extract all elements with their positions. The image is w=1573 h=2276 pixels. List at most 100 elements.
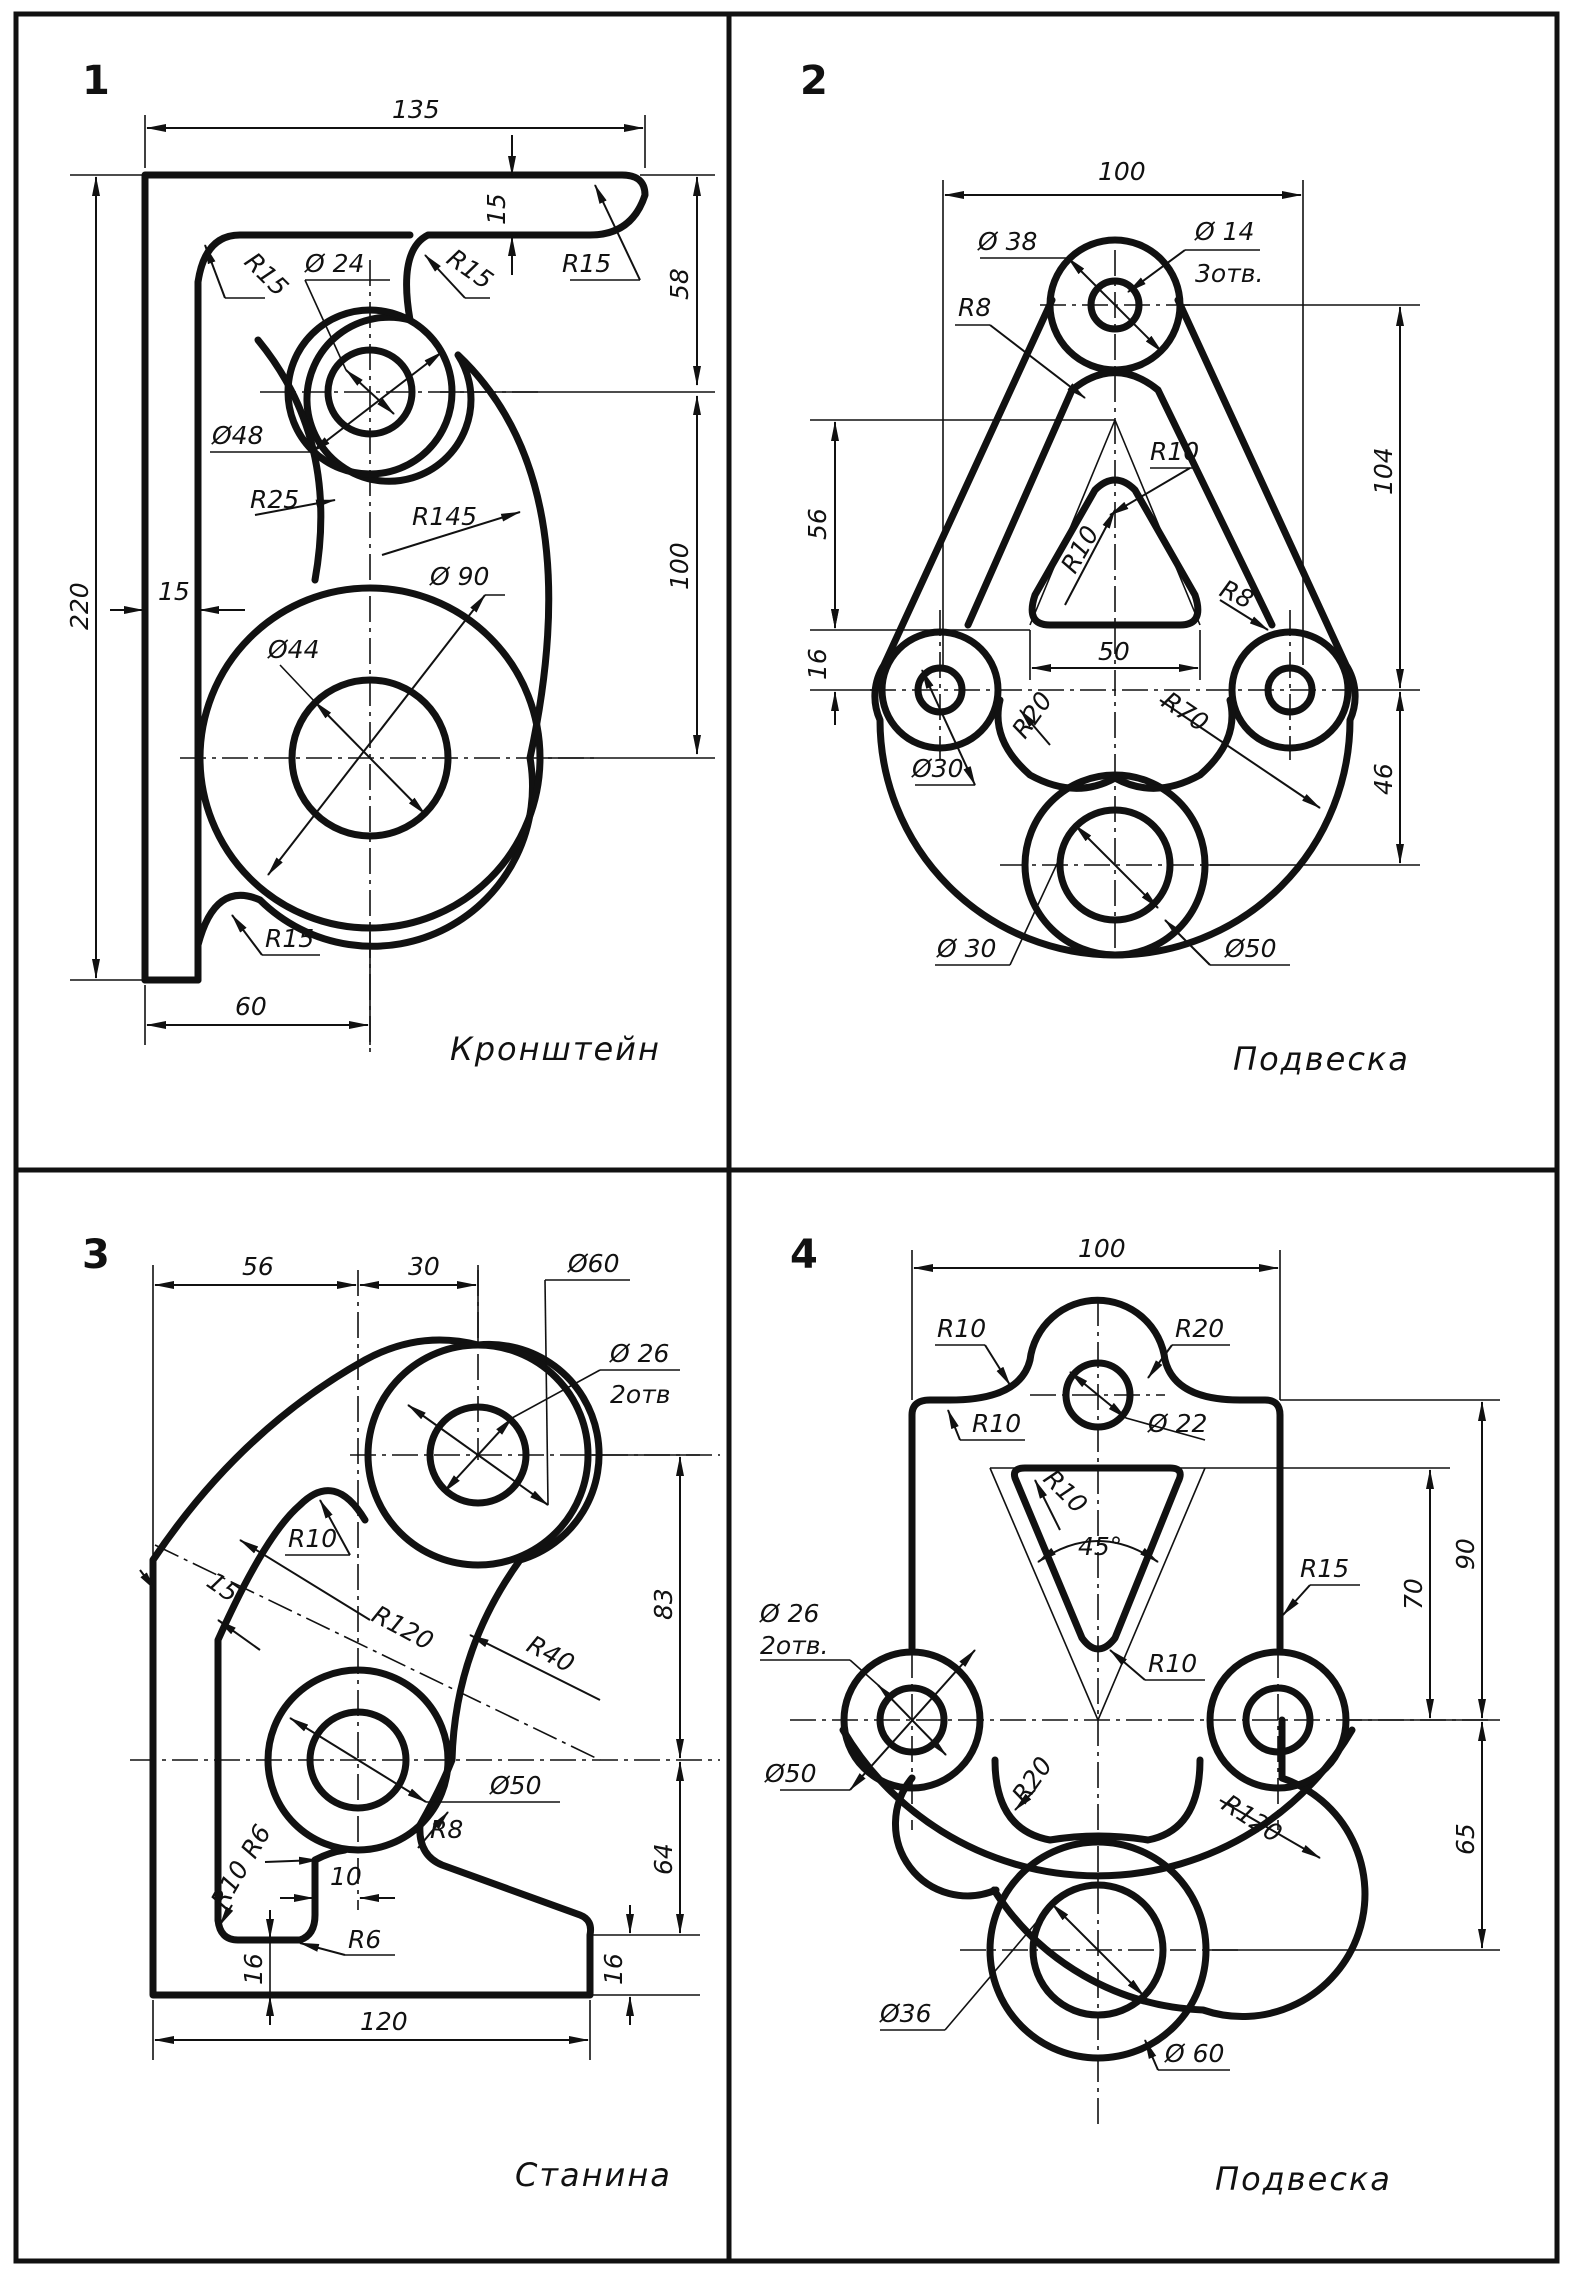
p1-dim-220: 220 [65,582,94,630]
p3-dim-r10-top: R10 [288,1524,337,1553]
p1-dim-d24: Ø 24 [304,249,364,278]
p1-dim-r15-a: R15 [239,247,294,302]
p1-contour-flank [141,171,649,984]
p4-bottom-arc [839,1726,1356,1880]
p4-dim-r10-bottom: R10 [1148,1649,1197,1678]
panel-4-number: 4 [790,1232,818,1278]
p4-upper-contour [908,1296,1284,1652]
p4-dim-r10-window: R10 [1038,1464,1093,1519]
p3-dim-d26: Ø 26 [609,1339,669,1368]
p3-dim-56: 56 [242,1252,274,1281]
panel-1-kronshtein: 1 Кронштейн 135 58 100 15 220 [65,58,715,1068]
p3-outer-contour [149,1336,603,1999]
panel-1-number: 1 [82,58,110,104]
outer-frame [13,11,1560,2264]
p3-dim-r40: R40 [522,1630,579,1679]
p1-dim-15-side: 15 [158,577,190,606]
p3-dim-r120: R120 [367,1600,438,1656]
p3-dim-r10-bottom: R10 [205,1856,255,1913]
p1-dim-58: 58 [665,268,694,300]
p2-inner-arch-left [964,386,1076,629]
p4-top-hole [1062,1359,1134,1431]
p3-lower-boss [264,1666,452,1854]
p3-dim-r6-top: R6 [235,1820,277,1863]
p4-dim-70: 70 [1399,1578,1428,1610]
p1-dim-r15-c: R15 [562,249,611,278]
p3-dim-d50: Ø50 [489,1771,542,1800]
p4-dim-65: 65 [1451,1823,1480,1855]
p1-dim-r145: R145 [412,502,477,531]
p4-dim-r10-top: R10 [937,1314,986,1343]
p1-dim-r25: R25 [250,485,299,514]
p3-dim-2holes: 2отв [610,1380,671,1409]
p2-inner-arch-right [1068,369,1276,629]
p3-dim-120: 120 [360,2007,408,2036]
p2-right-hole [1264,664,1316,716]
panel-4-title: Подвеска [1215,2160,1392,2198]
panel-4-podveska: 4 Подвеска 100 70 90 6 [759,1232,1500,2198]
p2-dim-100: 100 [1098,157,1146,186]
p4-dim-r20-top: R20 [1175,1314,1224,1343]
p2-dim-d14: Ø 14 [1194,217,1254,246]
p4-dim-r20: R20 [1006,1752,1058,1809]
p4-dim-d60: Ø 60 [1164,2039,1224,2068]
p2-left-boss [878,628,1002,752]
p2-dim-r20: R20 [1006,687,1058,744]
p2-bottom-hole [1056,806,1174,924]
p3-dim-r6-bottom: R6 [348,1925,381,1954]
p4-dim-r10-left: R10 [972,1409,1021,1438]
p3-lower-slot [214,1846,349,1944]
p2-dim-r10-top: R10 [1150,437,1199,466]
p3-dim-83: 83 [649,1588,678,1620]
p1-dim-r15-b: R15 [442,243,499,295]
p4-dim-d22: Ø 22 [1147,1409,1207,1438]
p4-dim-100: 100 [1078,1234,1126,1263]
p2-dim-56: 56 [803,508,832,540]
p4-triangle-window [1011,1464,1184,1653]
p2-dim-50: 50 [1098,637,1130,666]
p3-dim-16-right: 16 [599,1953,628,1985]
p2-inner-saddle [994,696,1236,792]
panel-3-stanina: 3 Станина 56 30 120 83 64 16 [82,1232,720,2194]
p4-dim-r120: R120 [1217,1789,1287,1849]
p1-dim-15-top: 15 [482,193,511,225]
p2-dim-r8-top: R8 [958,293,991,322]
p1-dim-60: 60 [235,992,267,1021]
p4-bottom-hole [1029,1881,1167,2019]
p2-dim-104: 104 [1369,447,1398,495]
p4-dim-d26: Ø 26 [759,1599,819,1628]
p1-dim-d90: Ø 90 [429,562,489,591]
p3-dim-30: 30 [408,1252,440,1281]
p2-dim-d30-bottom: Ø 30 [936,934,996,963]
p3-dim-10: 10 [330,1862,362,1891]
p2-dim-3holes: 3отв. [1195,259,1263,288]
p3-inner-arc [214,1487,369,1924]
p2-right-boss [1228,628,1352,752]
p3-dim-16-left: 16 [239,1953,268,1985]
panel-2-podveska: 2 Подвеска 100 104 46 [800,58,1420,1078]
p4-right-hole [1242,1684,1314,1756]
p3-dim-r8: R8 [430,1815,463,1844]
panel-2-number: 2 [800,58,828,104]
p4-dim-d36: Ø36 [879,1999,932,2028]
p4-inner-saddle [991,1756,1204,1844]
p2-dim-d30-left: Ø30 [911,754,964,783]
p4-dim-d50: Ø50 [764,1759,817,1788]
panel-3-title: Станина [515,2156,672,2194]
p1-dim-100: 100 [665,542,694,590]
p4-dim-2holes: 2отв. [760,1631,828,1660]
p1-dim-r15-d: R15 [265,924,314,953]
p2-dim-46: 46 [1369,763,1398,795]
p1-dim-135: 135 [392,95,440,124]
p2-dim-16: 16 [803,648,832,680]
p2-dim-d38: Ø 38 [977,227,1037,256]
panel-2-title: Подвеска [1233,1040,1410,1078]
panel-1-title: Кронштейн [450,1030,661,1068]
p4-dim-r15: R15 [1300,1554,1349,1583]
p4-dim-90: 90 [1451,1538,1480,1570]
p2-dim-d50: Ø50 [1224,934,1277,963]
p1-dim-d44: Ø44 [267,635,320,664]
p1-dim-d48: Ø48 [211,421,264,450]
